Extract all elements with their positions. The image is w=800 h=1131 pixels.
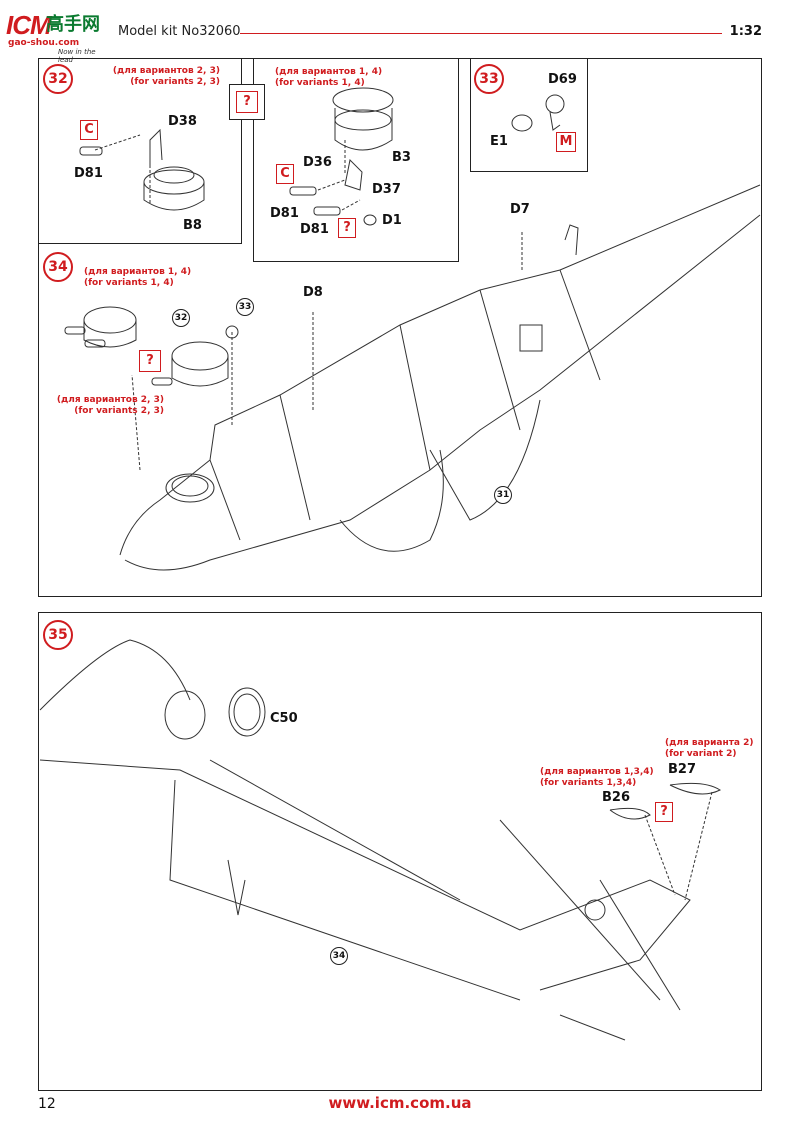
footer-url[interactable]: www.icm.com.ua bbox=[328, 1094, 472, 1112]
part-b8-label: B8 bbox=[183, 218, 202, 233]
step-32-right-box bbox=[253, 58, 459, 262]
variant-en: (for variants 1, 4) bbox=[275, 78, 365, 88]
logo-text: ICM bbox=[6, 10, 52, 40]
variant-ru: (для вариантов 1, 4) bbox=[84, 267, 192, 277]
logo-watermark: 高手网 bbox=[46, 14, 100, 35]
variant-ru: (для вариантов 1,3,4) bbox=[540, 767, 654, 777]
variant-ru: (для вариантов 1, 4) bbox=[275, 67, 383, 77]
step-32-c-marker-left: C bbox=[80, 120, 98, 140]
step-33-box bbox=[470, 58, 588, 172]
logo-site: gao-shou.com bbox=[8, 38, 80, 48]
variant-en: (for variants 1,3,4) bbox=[540, 778, 637, 788]
step-34-variant-top: (для вариантов 1, 4) (for variants 1, 4) bbox=[84, 267, 191, 289]
step-34-ref-33: 33 bbox=[236, 298, 254, 316]
part-d69-label: D69 bbox=[548, 72, 577, 87]
step-32-c-marker-right: C bbox=[276, 164, 294, 184]
variant-en: (for variants 2, 3) bbox=[130, 77, 220, 87]
step-35-variant-b: (для варианта 2) (for variant 2) bbox=[665, 738, 754, 760]
step-32-question-marker-bottom: ? bbox=[338, 218, 356, 238]
logo-tagline: Now in the lead bbox=[58, 48, 96, 64]
part-d36-label: D36 bbox=[303, 155, 332, 170]
part-d81-label-right-top: D81 bbox=[270, 206, 299, 221]
part-d81-label-right-bottom: D81 bbox=[300, 222, 329, 237]
part-b3-label: B3 bbox=[392, 150, 411, 165]
step-35-badge: 35 bbox=[43, 620, 73, 650]
part-d8-label: D8 bbox=[303, 285, 323, 300]
variant-ru: (для вариантов 2, 3) bbox=[112, 66, 220, 76]
part-d37-label: D37 bbox=[372, 182, 401, 197]
part-b26-label: B26 bbox=[602, 790, 630, 805]
step-32-variant-right: (для вариантов 1, 4) (for variants 1, 4) bbox=[275, 67, 382, 89]
variant-en: (for variants 1, 4) bbox=[84, 278, 174, 288]
step-35-ref-34: 34 bbox=[330, 947, 348, 965]
brand-logo: ICM 高手网 gao-shou.com Now in the lead bbox=[6, 10, 108, 64]
step-34-ref-32: 32 bbox=[172, 309, 190, 327]
scale-label: 1:32 bbox=[729, 24, 762, 39]
part-c50-label: C50 bbox=[270, 711, 298, 726]
step-34-variant-bottom: (для вариантов 2, 3) (for variants 2, 3) bbox=[46, 395, 164, 417]
step-32-variant-left: (для вариантов 2, 3) (for variants 2, 3) bbox=[108, 66, 220, 88]
variant-ru: (для варианта 2) bbox=[665, 738, 754, 748]
variant-en: (for variant 2) bbox=[665, 749, 737, 759]
part-d81-label-left: D81 bbox=[74, 166, 103, 181]
part-b27-label: B27 bbox=[668, 762, 696, 777]
step-34-ref-31: 31 bbox=[494, 486, 512, 504]
header-rule bbox=[240, 33, 722, 34]
part-d38-label: D38 bbox=[168, 114, 197, 129]
step-34-question-marker: ? bbox=[139, 350, 161, 372]
step-32-question-marker-top: ? bbox=[236, 91, 258, 113]
variant-en: (for variants 2, 3) bbox=[74, 406, 164, 416]
step-35-variant-a: (для вариантов 1,3,4) (for variants 1,3,… bbox=[540, 767, 654, 789]
page-number: 12 bbox=[38, 1096, 56, 1112]
part-e1-label: E1 bbox=[490, 134, 508, 149]
step-33-badge: 33 bbox=[474, 64, 504, 94]
step-34-badge: 34 bbox=[43, 252, 73, 282]
page-title: Model kit No32060 bbox=[118, 24, 241, 39]
step-32-left-box bbox=[38, 58, 242, 244]
step-35-question-marker: ? bbox=[655, 802, 673, 822]
part-d7-label: D7 bbox=[510, 202, 530, 217]
variant-ru: (для вариантов 2, 3) bbox=[56, 395, 164, 405]
part-d1-label: D1 bbox=[382, 213, 402, 228]
step-32-badge: 32 bbox=[43, 64, 73, 94]
step-33-m-marker: M bbox=[556, 132, 576, 152]
bottom-panel-frame bbox=[38, 612, 762, 1091]
